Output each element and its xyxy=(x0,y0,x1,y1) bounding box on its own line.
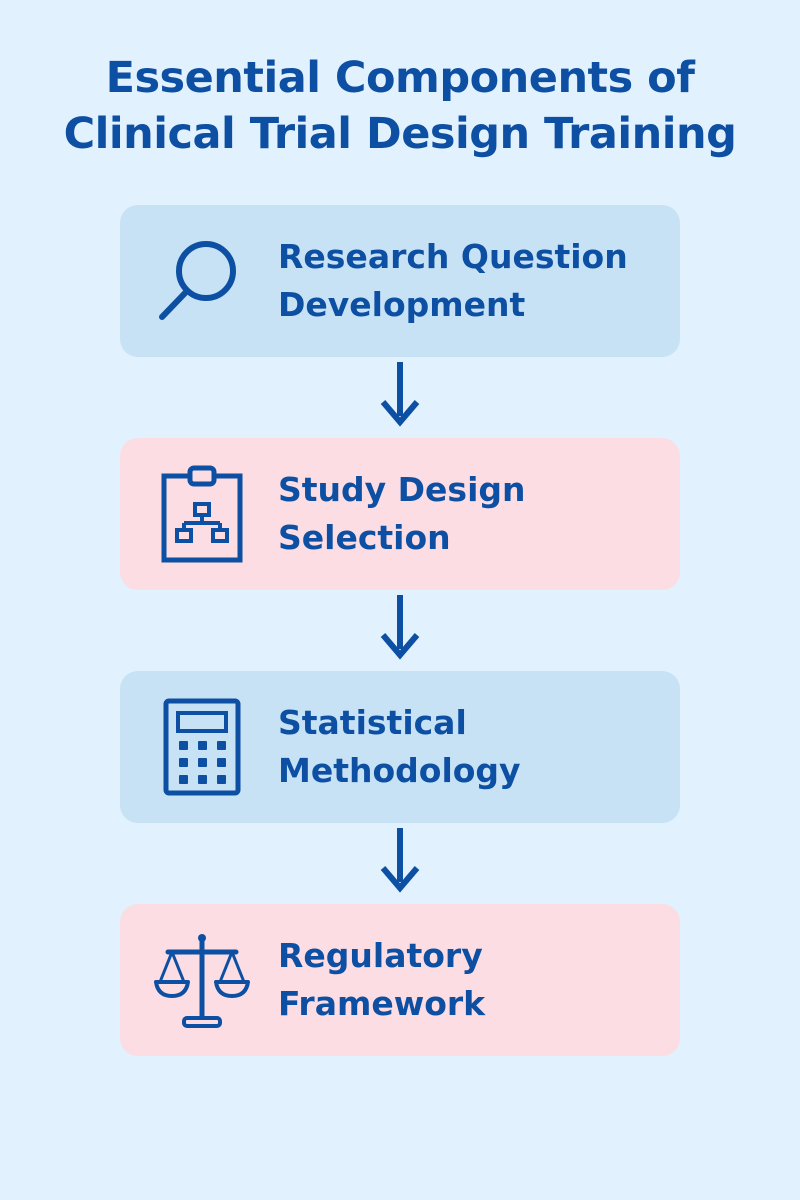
step-label: Statistical Methodology xyxy=(278,671,668,823)
step-card-statistical-methodology: Statistical Methodology xyxy=(120,671,680,823)
step-label-line-2: Selection xyxy=(278,518,451,557)
step-label-line-1: Research Question xyxy=(278,237,628,276)
magnifier-icon xyxy=(152,231,252,331)
title-line-1: Essential Components of xyxy=(105,53,695,103)
step-label-line-1: Regulatory xyxy=(278,936,483,975)
step-card-study-design: Study Design Selection xyxy=(120,438,680,590)
step-card-research-question: Research Question Development xyxy=(120,205,680,357)
step-label: Research Question Development xyxy=(278,205,668,357)
step-label-line-1: Study Design xyxy=(278,470,526,509)
flow-arrow xyxy=(375,824,425,896)
step-label: Regulatory Framework xyxy=(278,904,668,1056)
diagram-title: Essential Components of Clinical Trial D… xyxy=(0,50,800,162)
clipboard-flowchart-icon xyxy=(152,464,252,564)
title-line-2: Clinical Trial Design Training xyxy=(63,109,737,159)
calculator-icon xyxy=(152,697,252,797)
step-label-line-2: Development xyxy=(278,285,526,324)
step-label-line-2: Framework xyxy=(278,984,486,1023)
step-label: Study Design Selection xyxy=(278,438,668,590)
step-label-line-2: Methodology xyxy=(278,751,521,790)
scales-icon xyxy=(152,930,252,1030)
step-card-regulatory-framework: Regulatory Framework xyxy=(120,904,680,1056)
step-label-line-1: Statistical xyxy=(278,703,467,742)
flow-arrow xyxy=(375,591,425,663)
flow-arrow xyxy=(375,358,425,430)
